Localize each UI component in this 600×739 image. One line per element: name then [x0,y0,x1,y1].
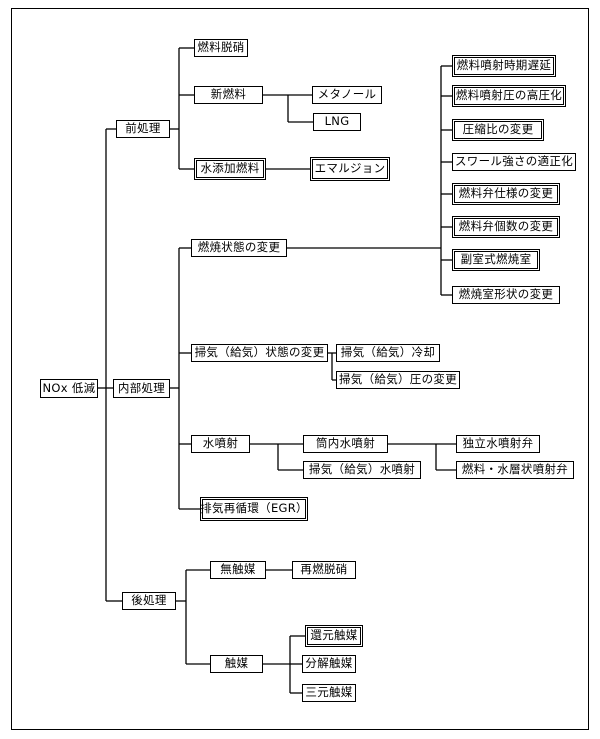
methanol-node: メタノール [312,86,382,104]
scavenge-change-node: 掃気（給気）状態の変更 [191,344,328,362]
independent-valve-node: 独立水噴射弁 [456,435,540,453]
egr-node: 排気再循環（EGR） [200,497,308,521]
combustion-change-node: 燃焼状態の変更 [191,239,287,257]
reburn-denitration-node: 再燃脱硝 [292,561,356,579]
in-cylinder-injection-node: 筒内水噴射 [303,435,388,453]
combustion-item-7: 副室式燃焼室 [452,249,540,271]
water-added-fuel-node: 水添加燃料 [194,158,266,180]
pre-treatment-node: 前処理 [116,120,170,138]
water-injection-node: 水噴射 [191,435,250,453]
post-treatment-node: 後処理 [122,592,176,610]
emulsion-node: エマルジョン [310,157,390,181]
combustion-item-2: 燃料噴射圧の高圧化 [452,85,566,107]
combustion-item-8: 燃焼室形状の変更 [452,286,560,304]
three-way-catalyst-node: 三元触媒 [302,684,356,702]
new-fuel-node: 新燃料 [194,86,263,104]
combustion-item-5: 燃料弁仕様の変更 [452,183,560,205]
lng-node: LNG [313,113,361,131]
root-nox-reduction: NOx 低減 [40,379,98,398]
combustion-item-6: 燃料弁個数の変更 [452,216,560,238]
combustion-item-3: 圧縮比の変更 [452,119,544,141]
stratified-valve-node: 燃料・水層状噴射弁 [456,461,574,479]
combustion-item-4: スワール強さの適正化 [452,153,576,171]
scavenge-pressure-node: 掃気（給気）圧の変更 [336,371,460,389]
decomposition-catalyst-node: 分解触媒 [302,655,356,673]
reduction-catalyst-node: 還元触媒 [305,625,363,647]
fuel-denitration-node: 燃料脱硝 [194,39,248,57]
diagram-frame [11,8,589,730]
internal-treatment-node: 内部処理 [113,379,170,398]
scavenge-water-injection-node: 掃気（給気）水噴射 [303,461,421,479]
combustion-item-1: 燃料噴射時期遅延 [452,55,556,77]
non-catalytic-node: 無触媒 [210,561,266,579]
scavenge-cooling-node: 掃気（給気）冷却 [336,344,440,362]
catalytic-node: 触媒 [210,655,263,673]
